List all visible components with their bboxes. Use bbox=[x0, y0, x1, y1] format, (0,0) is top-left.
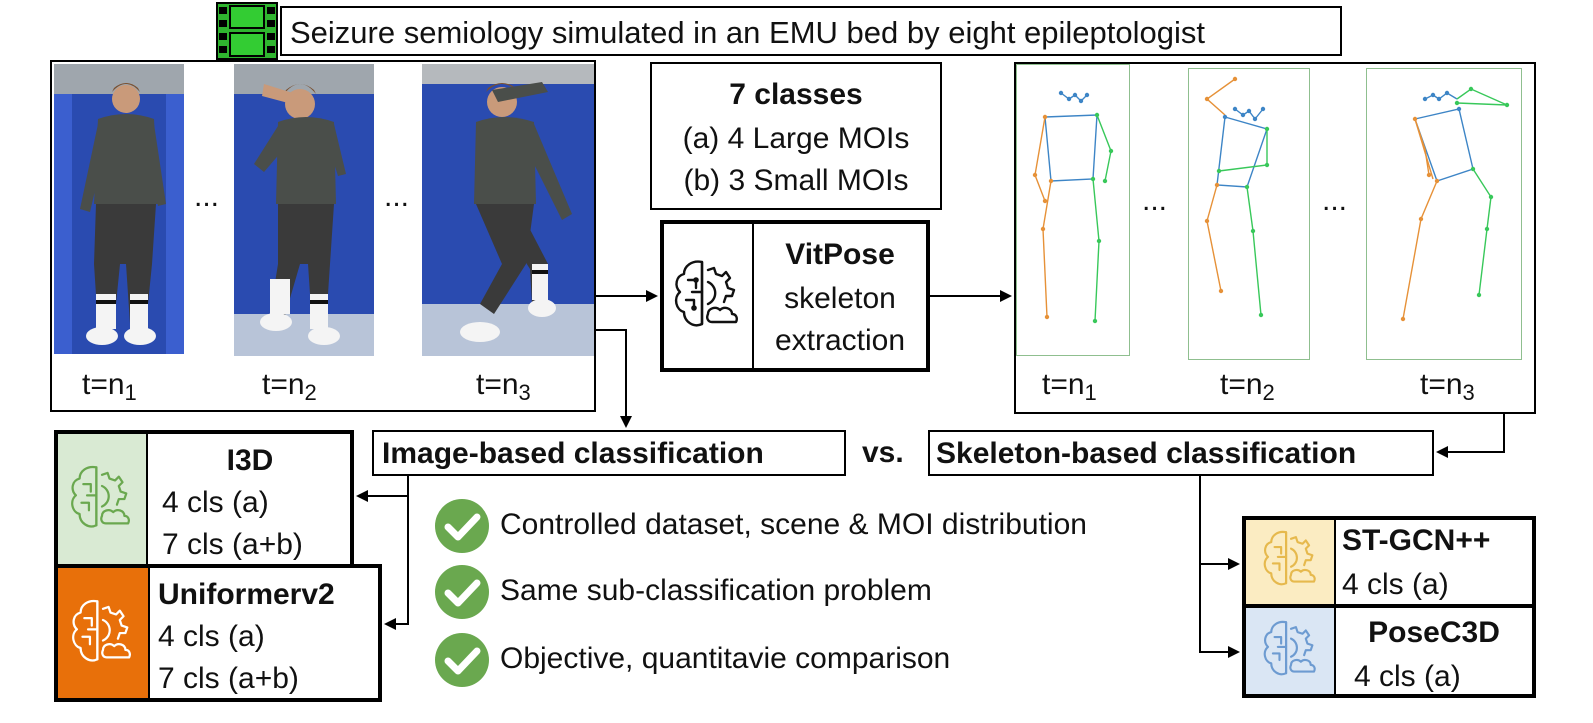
film-icon bbox=[216, 2, 278, 60]
check-text-3: Objective, quantitavie comparison bbox=[500, 642, 951, 675]
vs-label: vs. bbox=[862, 436, 904, 469]
video-frame-1 bbox=[54, 64, 184, 354]
stgcn-line1: 4 cls (a) bbox=[1342, 568, 1449, 601]
vitpose-line2: extraction bbox=[774, 324, 906, 357]
stgcn-title: ST-GCN++ bbox=[1342, 524, 1491, 557]
arrow-frames-to-image-based bbox=[596, 329, 632, 428]
video-frame-2 bbox=[234, 64, 374, 356]
uniformer-icon-cell bbox=[58, 568, 150, 698]
check-item-1: Controlled dataset, scene & MOI distribu… bbox=[434, 498, 1194, 554]
i3d-line1: 4 cls (a) bbox=[162, 486, 269, 519]
stgcn-model-box: ST-GCN++ 4 cls (a) bbox=[1242, 516, 1536, 608]
skeleton-label-3: t=n3 bbox=[1420, 368, 1475, 405]
check-item-2: Same sub-classification problem bbox=[434, 564, 1194, 620]
brain-gear-icon bbox=[1263, 530, 1316, 586]
posec3d-line1: 4 cls (a) bbox=[1354, 660, 1461, 693]
skeleton-based-label: Skeleton-based classification bbox=[936, 437, 1357, 470]
frame-ellipsis-2: ... bbox=[384, 180, 410, 213]
skeleton-ellipsis-1: ... bbox=[1142, 184, 1168, 217]
uniformer-line1: 4 cls (a) bbox=[158, 620, 265, 653]
frame-label-2: t=n2 bbox=[262, 368, 317, 405]
arrow-image-based-to-i3d bbox=[356, 476, 409, 502]
stgcn-icon-cell bbox=[1246, 520, 1336, 604]
frame-label-1: t=n1 bbox=[82, 368, 137, 405]
uniformer-title: Uniformerv2 bbox=[158, 578, 335, 611]
posec3d-icon-cell bbox=[1246, 608, 1336, 694]
i3d-model-box: I3D 4 cls (a) 7 cls (a+b) bbox=[54, 430, 354, 568]
header-title: Seizure semiology simulated in an EMU be… bbox=[290, 15, 1205, 50]
frame-label-3: t=n3 bbox=[476, 368, 531, 405]
arrow-image-based-to-uniformer bbox=[384, 496, 409, 630]
skeleton-frame-1 bbox=[1016, 64, 1130, 356]
check-text-2: Same sub-classification problem bbox=[500, 574, 932, 607]
skeleton-label-2: t=n2 bbox=[1220, 368, 1275, 405]
vitpose-line1: skeleton bbox=[784, 282, 896, 315]
skeleton-label-1: t=n1 bbox=[1042, 368, 1097, 405]
skeleton-frame-2 bbox=[1188, 68, 1310, 360]
classes-box: 7 classes (a) 4 Large MOIs (b) 3 Small M… bbox=[650, 62, 942, 210]
i3d-title: I3D bbox=[226, 444, 274, 477]
uniformer-model-box: Uniformerv2 4 cls (a) 7 cls (a+b) bbox=[54, 564, 382, 702]
arrow-skeleton-based-to-posec3d bbox=[1199, 564, 1240, 658]
image-based-box: Image-based classification bbox=[372, 430, 846, 476]
skeleton-based-box: Skeleton-based classification bbox=[928, 430, 1434, 476]
vitpose-title: VitPose bbox=[785, 238, 895, 271]
video-frame-3 bbox=[422, 64, 594, 356]
i3d-icon-cell bbox=[58, 434, 148, 564]
skeleton-frame-3 bbox=[1366, 68, 1522, 360]
brain-gear-icon bbox=[674, 260, 738, 327]
frame-ellipsis-1: ... bbox=[194, 180, 220, 213]
i3d-line2: 7 cls (a+b) bbox=[162, 528, 303, 561]
check-circle-icon bbox=[435, 633, 489, 687]
classes-title: 7 classes bbox=[729, 78, 863, 111]
brain-gear-icon bbox=[1263, 620, 1316, 676]
brain-gear-icon bbox=[71, 465, 130, 528]
vitpose-box: VitPose skeleton extraction bbox=[660, 220, 930, 372]
video-frames-panel: ... ... bbox=[50, 60, 596, 412]
check-circle-icon bbox=[435, 565, 489, 619]
header-title-box: Seizure semiology simulated in an EMU be… bbox=[280, 6, 1342, 56]
uniformer-line2: 7 cls (a+b) bbox=[158, 662, 299, 695]
posec3d-model-box: PoseC3D 4 cls (a) bbox=[1242, 604, 1536, 698]
arrow-skeleton-based-to-stgcn bbox=[1199, 476, 1240, 570]
posec3d-title: PoseC3D bbox=[1368, 616, 1500, 649]
classes-line-b: (b) 3 Small MOIs bbox=[683, 164, 909, 197]
classes-line-a: (a) 4 Large MOIs bbox=[682, 122, 910, 155]
brain-gear-icon bbox=[72, 599, 131, 662]
skeleton-frames-panel: ... ... bbox=[1014, 62, 1536, 414]
image-based-label: Image-based classification bbox=[382, 437, 764, 470]
vitpose-icon-cell bbox=[664, 224, 754, 368]
check-text-1: Controlled dataset, scene & MOI distribu… bbox=[500, 508, 1087, 541]
check-circle-icon bbox=[435, 499, 489, 553]
check-item-3: Objective, quantitavie comparison bbox=[434, 632, 1194, 688]
skeleton-ellipsis-2: ... bbox=[1322, 184, 1348, 217]
arrow-skeleton-to-skeleton-based bbox=[1436, 414, 1505, 458]
